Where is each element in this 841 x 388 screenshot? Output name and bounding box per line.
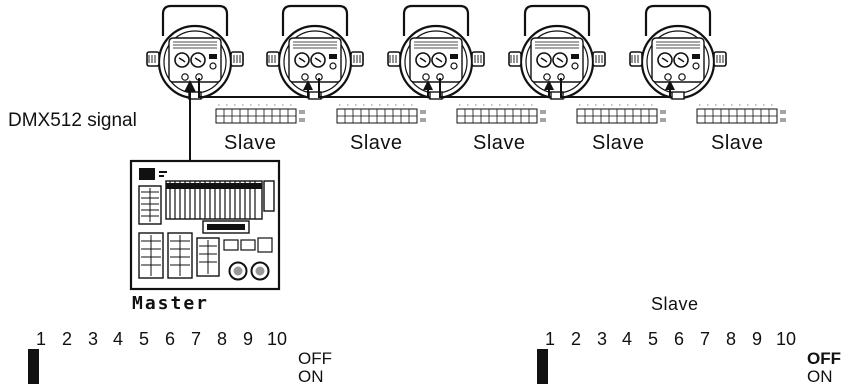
dip-switch-10-on xyxy=(37,366,39,384)
fixture-2-drawing xyxy=(265,4,365,101)
dip-number: 9 xyxy=(751,329,762,349)
master-controller-drawing xyxy=(129,159,281,291)
slave-dip-numbers: 1 2 3 4 5 6 7 8 9 10 xyxy=(537,330,827,348)
dip-off-row xyxy=(537,349,548,367)
dip-number: 9 xyxy=(242,329,253,349)
dip-number: 4 xyxy=(621,329,632,349)
fixture-1-drawing xyxy=(145,4,245,101)
fixture-5-mini-dip xyxy=(696,104,787,124)
master-off-label: OFF xyxy=(298,349,332,368)
master-label: Master xyxy=(132,293,210,314)
slave-dip-grid xyxy=(537,349,548,384)
master-on-label: ON xyxy=(298,367,324,386)
fixture-1-label: Slave xyxy=(224,132,277,154)
fixture-3-drawing xyxy=(386,4,486,101)
fixture-2-label: Slave xyxy=(350,132,403,154)
dmx512-signal-label: DMX512 signal xyxy=(8,110,137,131)
dip-cell xyxy=(546,366,548,384)
dip-on-row xyxy=(28,366,39,384)
slave-on-label: ON xyxy=(807,367,833,386)
slave-off-label: OFF xyxy=(807,349,841,368)
fixture-4-drawing xyxy=(507,4,607,101)
dip-number: 6 xyxy=(164,329,175,349)
dip-number: 10 xyxy=(775,329,797,349)
dip-on-row xyxy=(537,366,548,384)
dip-number: 2 xyxy=(61,329,72,349)
dip-number: 6 xyxy=(673,329,684,349)
master-dip-numbers: 1 2 3 4 5 6 7 8 9 10 xyxy=(28,330,318,348)
fixture-4-mini-dip xyxy=(576,104,667,124)
slave-dip-title: Slave xyxy=(651,294,699,314)
dip-number: 8 xyxy=(216,329,227,349)
fixture-5-drawing xyxy=(628,4,728,101)
signal-arrows xyxy=(303,80,675,90)
dip-number: 7 xyxy=(699,329,710,349)
fixture-3-label: Slave xyxy=(473,132,526,154)
dip-switch-10-off xyxy=(546,349,548,367)
dip-number: 1 xyxy=(544,329,555,349)
fixture-4-label: Slave xyxy=(592,132,645,154)
dip-number: 7 xyxy=(190,329,201,349)
fixture-2-mini-dip xyxy=(336,104,427,124)
dip-cell xyxy=(37,349,39,367)
dip-number: 5 xyxy=(138,329,149,349)
dip-number: 5 xyxy=(647,329,658,349)
dip-number: 3 xyxy=(596,329,607,349)
dip-number: 1 xyxy=(35,329,46,349)
dip-number: 4 xyxy=(112,329,123,349)
dip-number: 3 xyxy=(87,329,98,349)
fixture-3-mini-dip xyxy=(456,104,547,124)
fixture-1-mini-dip xyxy=(215,104,306,124)
master-dip-grid xyxy=(28,349,39,384)
dip-number: 2 xyxy=(570,329,581,349)
dip-off-row xyxy=(28,349,39,367)
fixture-5-label: Slave xyxy=(711,132,764,154)
dip-number: 8 xyxy=(725,329,736,349)
dmx-daisy-chain-cable xyxy=(198,78,671,98)
dip-number: 10 xyxy=(266,329,288,349)
